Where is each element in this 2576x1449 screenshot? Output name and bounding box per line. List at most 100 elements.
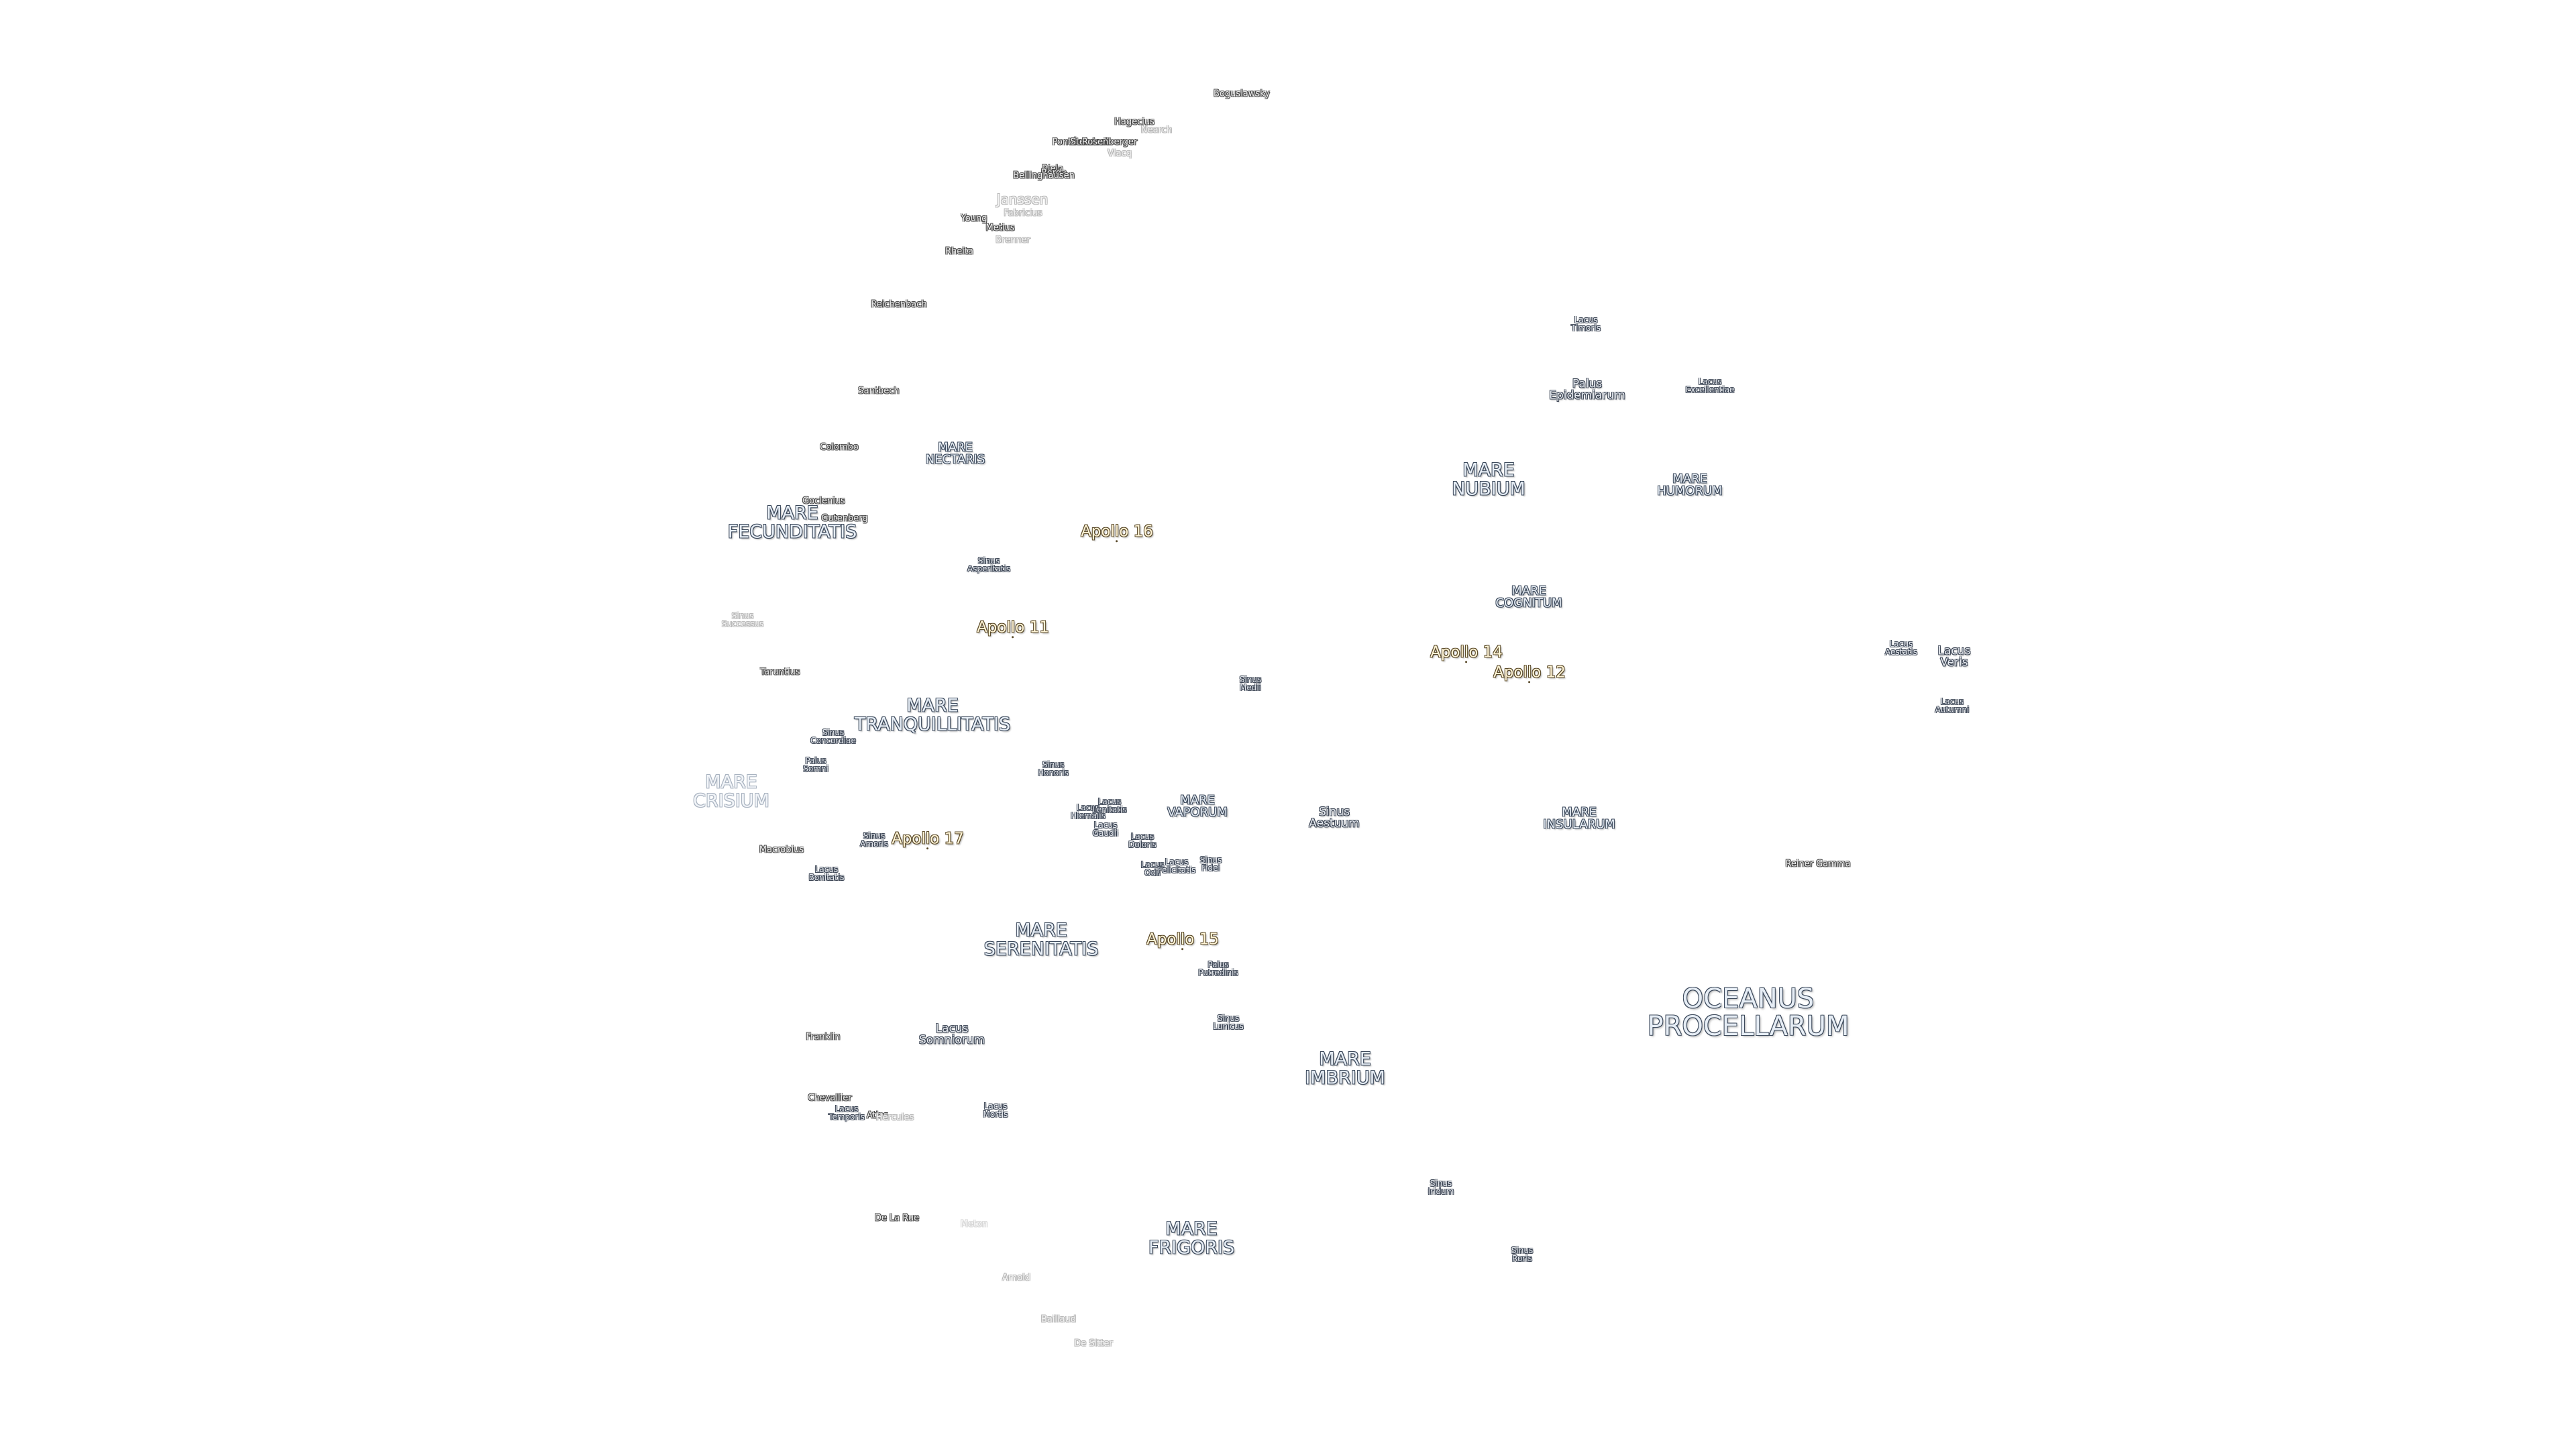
mare-crisium-line: CRISIUM: [693, 790, 769, 811]
metius-crater-label: Metius: [985, 223, 1015, 233]
mare-cognitum-line: COGNITUM: [1495, 596, 1562, 610]
brenner-crater-label: Brenner: [996, 235, 1030, 246]
sinus-successus-line: Sinus: [731, 610, 754, 621]
sinus-iridum-line: Iridum: [1428, 1187, 1454, 1196]
lacus-autumni-line: Lacus: [1940, 696, 1964, 706]
taruntius-crater-label: Taruntius: [760, 667, 800, 678]
lacus-somniorum-line: Lacus: [935, 1022, 969, 1036]
sinus-aestuum-line: Aestuum: [1309, 817, 1360, 830]
chevallier-crater-label: Chevallier: [808, 1093, 852, 1104]
palus-putredinis-line: Palus: [1208, 959, 1229, 969]
meton-crater-label: Meton: [960, 1219, 988, 1230]
pontecoulant-crater-label: Pontécoulant: [1052, 137, 1110, 148]
lacus-timoris-line: Lacus: [1574, 315, 1598, 325]
boguslawsky-crater-label: Boguslawsky: [1214, 89, 1270, 99]
mare-tranquillitatis-line: TRANQUILLITATIS: [854, 714, 1011, 735]
colombo-crater-label: Colombo: [820, 442, 859, 453]
lacus-hiemalis-line: Hiemalis: [1071, 811, 1106, 820]
mare-nectaris-line: NECTARIS: [925, 453, 985, 467]
lacus-lenitatis-line: Lacus: [1097, 796, 1122, 806]
lacus-lenitatis-line: Lenitatis: [1092, 805, 1127, 814]
apollo-17-landing-site: Apollo 17: [892, 830, 964, 850]
oceanus-procellarum-line: OCEANUS: [1682, 983, 1815, 1015]
sinus-medii-line: Sinus: [1239, 674, 1262, 684]
lacus-temporis-line: Temporis: [828, 1112, 865, 1122]
sinus-successus-line: Successus: [721, 619, 764, 629]
apollo-16-marker-icon: [1116, 540, 1118, 543]
sinus-roris-line: Sinus: [1511, 1245, 1534, 1255]
mare-humorum-line: MARE: [1672, 472, 1707, 486]
sinus-honoris-line: Sinus: [1042, 759, 1065, 769]
apollo-11-landing-site: Apollo 11: [977, 619, 1049, 639]
mare-tranquillitatis-line: MARE: [906, 695, 959, 716]
lacus-bonitatis-line: Lacus: [814, 864, 839, 874]
hercules-crater-label: Hercules: [875, 1112, 914, 1123]
janssen-crater-label: Janssen: [996, 191, 1049, 207]
sinus-fidei-line: Sinus: [1199, 855, 1222, 865]
lacus-odii-line: Odii: [1144, 868, 1161, 877]
mare-humorum-line: HUMORUM: [1657, 484, 1723, 498]
apollo-14-landing-site: Apollo 14: [1430, 643, 1503, 663]
apollo-17-marker-icon: [926, 847, 929, 850]
lacus-felicitatis-line: Felicitatis: [1157, 865, 1196, 875]
mare-serenitatis-line: SERENITATIS: [983, 938, 1099, 959]
mare-nubium-line: MARE: [1462, 460, 1515, 481]
de-la-rue-crater-label: De La Rue: [874, 1213, 920, 1224]
sinus-amoris-line: Sinus: [863, 830, 885, 841]
mare-frigoris-line: MARE: [1165, 1218, 1218, 1240]
apollo-12-marker-icon: [1528, 681, 1531, 684]
sinus-asperitatis-line: Asperitatis: [967, 564, 1011, 574]
fabricius-crater-label: Fabricius: [1004, 208, 1042, 219]
lacus-doloris-line: Doloris: [1128, 840, 1157, 849]
sinus-asperitatis-line: Sinus: [977, 555, 1000, 566]
lacus-aestatis-line: Lacus: [1889, 639, 1913, 649]
atlas-crater-label: Atlas: [866, 1110, 889, 1121]
rheita-crater-label: Rheita: [945, 246, 973, 257]
reiner-gamma-crater-label: Reiner Gamma: [1785, 859, 1851, 869]
sinus-medii-line: Medii: [1239, 683, 1262, 692]
lacus-veris-line: Lacus: [1937, 644, 1971, 658]
apollo-14-label: Apollo 14: [1430, 643, 1503, 661]
apollo-11-label: Apollo 11: [977, 619, 1049, 637]
reichenbach-crater-label: Reichenbach: [871, 299, 927, 310]
de-sitter-crater-label: De Sitter: [1074, 1338, 1113, 1349]
apollo-12-label: Apollo 12: [1493, 663, 1566, 682]
lacus-excellentiae-line: Lacus: [1698, 376, 1722, 386]
apollo-12-landing-site: Apollo 12: [1493, 663, 1566, 684]
mare-nectaris-line: MARE: [938, 440, 973, 455]
arnold-crater-label: Arnold: [1002, 1273, 1031, 1283]
apollo-15-landing-site: Apollo 15: [1146, 931, 1219, 951]
gutenberg-crater-label: Gutenberg: [821, 513, 868, 524]
macrobius-crater-label: Macrobius: [759, 845, 804, 855]
mare-fecunditatis-line: FECUNDITATIS: [727, 521, 857, 542]
mare-crisium-line: MARE: [705, 771, 757, 793]
sinus-iridum-line: Sinus: [1430, 1178, 1452, 1188]
lacus-temporis-line: Lacus: [835, 1104, 859, 1114]
lacus-mortis-line: Lacus: [983, 1101, 1008, 1111]
